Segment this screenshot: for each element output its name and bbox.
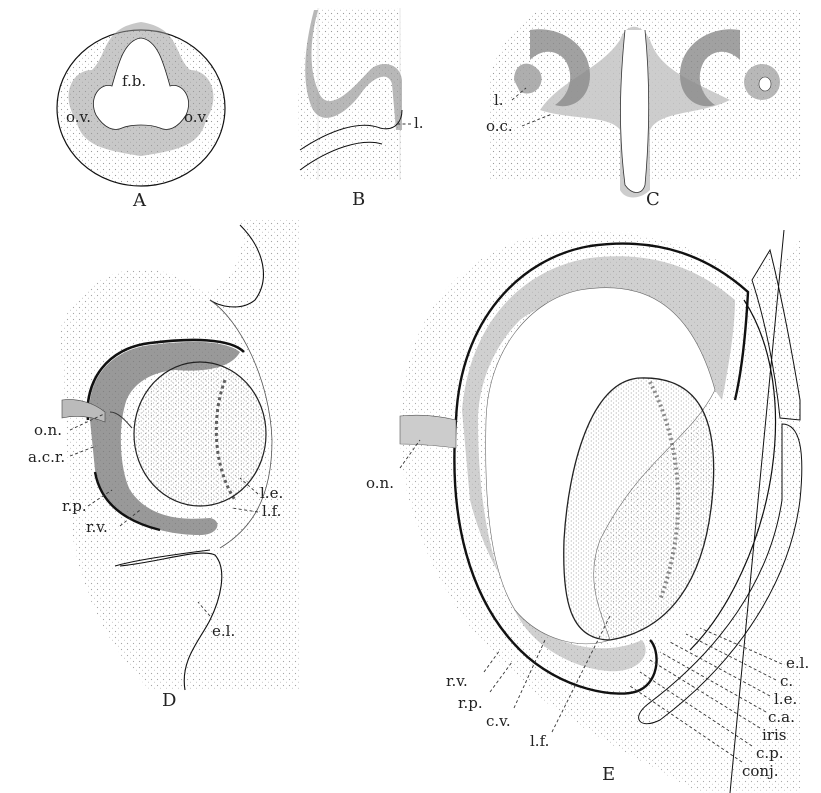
label-e-lf: l.f. — [530, 732, 549, 750]
label-d-le: l.e. — [260, 484, 283, 502]
label-d-on: o.n. — [34, 421, 62, 439]
caption-c: C — [646, 189, 660, 210]
panel-c: l. o.c. C — [486, 10, 802, 210]
label-e-ca: c.a. — [768, 708, 795, 726]
label-e-iris: iris — [762, 726, 786, 744]
panel-a: f.b. o.v. o.v. A — [57, 22, 225, 211]
label-e-le: l.e. — [774, 690, 797, 708]
label-e-rv: r.v. — [446, 672, 468, 690]
panel-b: l. B — [298, 8, 424, 210]
label-a-ov-left: o.v. — [66, 108, 91, 126]
panel-c-neural-canal — [620, 30, 648, 193]
panel-d: o.n. a.c.r. r.p. r.v. l.e. l.f. e.l. D — [28, 220, 300, 711]
caption-e: E — [602, 764, 615, 785]
label-a-ov-right: o.v. — [184, 108, 209, 126]
caption-b: B — [352, 189, 365, 210]
label-e-el: e.l. — [786, 654, 809, 672]
panel-e: o.n. r.v. r.p. c.v. l.f. e.l. c. l.e. c.… — [366, 230, 809, 793]
label-e-cv: c.v. — [486, 712, 511, 730]
label-d-acr: a.c.r. — [28, 448, 65, 466]
label-d-el: e.l. — [212, 622, 235, 640]
label-c-l: l. — [494, 91, 504, 109]
label-d-rv: r.v. — [86, 518, 108, 536]
label-d-rp: r.p. — [62, 497, 87, 515]
panel-d-lens — [134, 362, 266, 506]
label-d-lf: l.f. — [262, 502, 281, 520]
label-a-fb: f.b. — [122, 72, 146, 90]
label-e-cp: c.p. — [756, 744, 784, 762]
label-b-l: l. — [414, 114, 424, 132]
label-e-rp: r.p. — [458, 694, 483, 712]
label-e-on: o.n. — [366, 474, 394, 492]
panel-e-optic-nerve — [400, 415, 456, 448]
caption-d: D — [162, 690, 176, 711]
label-e-conj: conj. — [742, 762, 779, 780]
label-e-c: c. — [780, 672, 793, 690]
caption-a: A — [132, 190, 147, 211]
label-c-oc: o.c. — [486, 117, 513, 135]
